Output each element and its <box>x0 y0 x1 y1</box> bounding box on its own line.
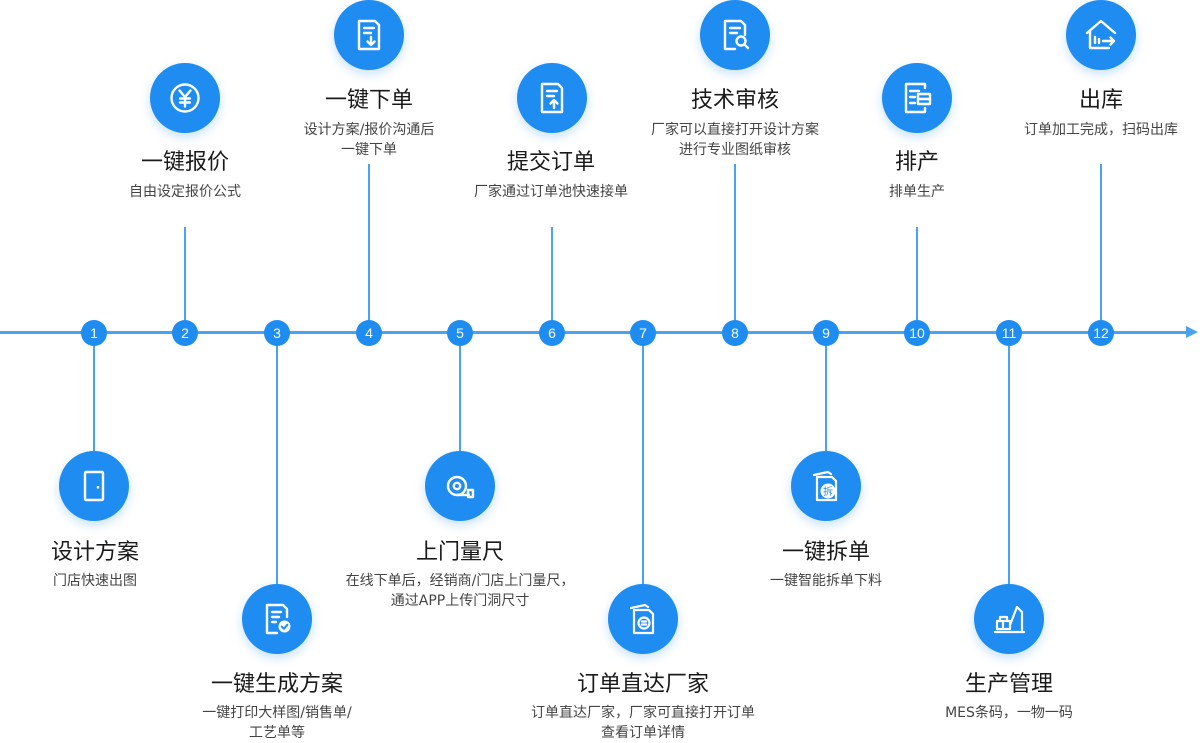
connector-3 <box>276 346 278 586</box>
timeline-arrow-icon <box>1186 326 1198 338</box>
step-node-11: 11 <box>996 320 1022 346</box>
step-node-3: 3 <box>264 320 290 346</box>
step-desc-12: 订单加工完成，扫码出库 <box>1024 122 1178 138</box>
step-title-12: 出库 <box>1078 88 1123 113</box>
split-badge-text: 拆 <box>823 485 833 498</box>
step-desc-6: 厂家通过订单池快速接单 <box>474 184 628 200</box>
step-node-5: 5 <box>447 320 473 346</box>
crane-icon <box>974 584 1044 654</box>
step-desc-2: 自由设定报价公式 <box>129 184 241 200</box>
step-node-2: 2 <box>172 320 198 346</box>
step-desc-3: 一键打印大样图/销售单/ 工艺单等 <box>202 705 352 741</box>
document-search-icon <box>700 0 770 70</box>
connector-11 <box>1008 346 1010 586</box>
step-node-8: 8 <box>722 320 748 346</box>
connector-4 <box>368 164 370 321</box>
step-node-4: 4 <box>356 320 382 346</box>
step-title-4: 一键下单 <box>324 88 413 113</box>
connector-12 <box>1100 164 1102 321</box>
connector-5 <box>459 346 461 454</box>
connector-2 <box>184 227 186 321</box>
step-title-10: 排产 <box>894 150 939 175</box>
step-node-7: 7 <box>630 320 656 346</box>
connector-1 <box>93 346 95 454</box>
door-icon <box>59 451 129 521</box>
schedule-icon <box>882 63 952 133</box>
connector-7 <box>642 346 644 586</box>
timeline-axis <box>0 331 1188 334</box>
connector-9 <box>825 346 827 454</box>
step-desc-7: 订单直达厂家，厂家可直接打开订单 查看订单详情 <box>531 705 755 741</box>
step-title-2: 一键报价 <box>140 150 229 175</box>
step-title-7: 订单直达厂家 <box>576 672 709 697</box>
step-desc-10: 排单生产 <box>889 184 945 200</box>
step-node-6: 6 <box>539 320 565 346</box>
step-desc-4: 设计方案/报价沟通后 一键下单 <box>303 122 435 158</box>
step-node-10: 10 <box>904 320 930 346</box>
step-title-3: 一键生成方案 <box>210 672 343 697</box>
tape-measure-icon <box>425 451 495 521</box>
step-node-12: 12 <box>1088 320 1114 346</box>
documents-icon <box>608 584 678 654</box>
split-order-icon: 拆 <box>791 451 861 521</box>
step-title-5: 上门量尺 <box>415 540 504 565</box>
step-desc-1: 门店快速出图 <box>53 573 137 589</box>
step-title-8: 技术审核 <box>690 88 779 113</box>
step-title-1: 设计方案 <box>50 540 139 565</box>
connector-6 <box>551 227 553 321</box>
document-download-icon <box>334 0 404 70</box>
step-node-9: 9 <box>813 320 839 346</box>
step-desc-9: 一键智能拆单下料 <box>770 573 882 589</box>
connector-8 <box>734 164 736 321</box>
step-desc-11: MES条码，一物一码 <box>945 705 1073 721</box>
step-title-11: 生产管理 <box>964 672 1053 697</box>
connector-10 <box>916 227 918 321</box>
warehouse-out-icon <box>1066 0 1136 70</box>
step-desc-8: 厂家可以直接打开设计方案 进行专业图纸审核 <box>651 122 819 158</box>
step-node-1: 1 <box>81 320 107 346</box>
step-desc-5: 在线下单后，经销商/门店上门量尺， 通过APP上传门洞尺寸 <box>345 573 575 609</box>
step-title-9: 一键拆单 <box>781 540 870 565</box>
document-upload-icon <box>517 63 587 133</box>
yuan-icon <box>150 63 220 133</box>
document-check-icon <box>242 584 312 654</box>
step-title-6: 提交订单 <box>506 150 595 175</box>
